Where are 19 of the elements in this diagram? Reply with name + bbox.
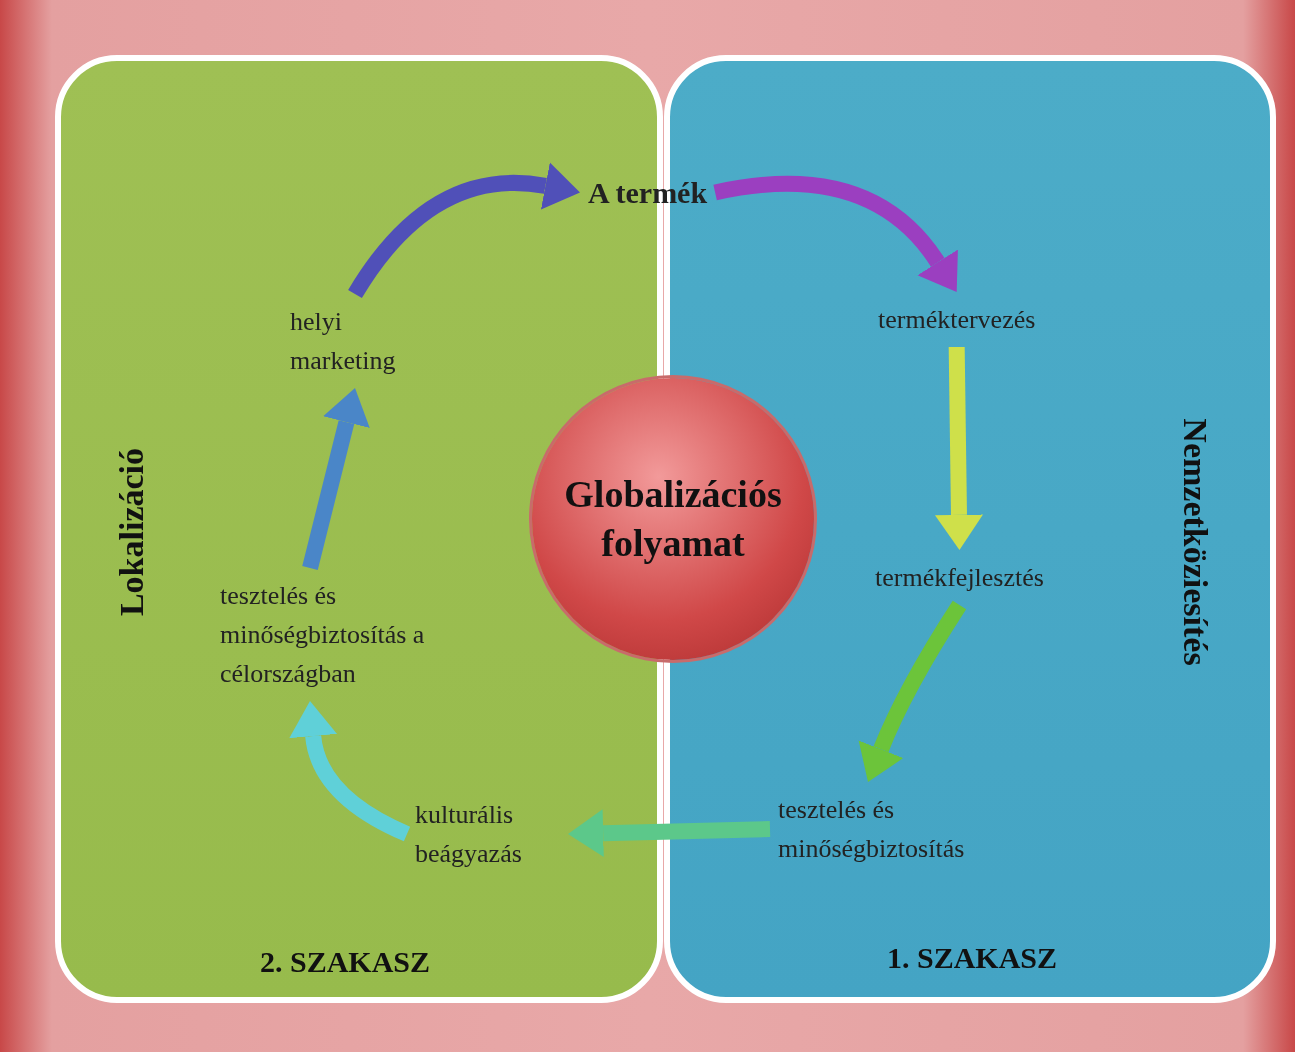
step-label: termékfejlesztés bbox=[875, 558, 1044, 597]
arrow bbox=[713, 175, 959, 291]
circle-label: Globalizációs folyamat bbox=[563, 471, 783, 566]
arrow bbox=[568, 809, 771, 858]
step-label: terméktervezés bbox=[878, 300, 1036, 339]
arrow bbox=[348, 162, 581, 299]
arrow bbox=[302, 388, 370, 570]
arrow bbox=[858, 600, 967, 782]
stage-label: 2. SZAKASZ bbox=[259, 945, 431, 979]
step-label: helyi marketing bbox=[290, 302, 420, 380]
arrow bbox=[935, 346, 983, 550]
step-label: A termék bbox=[588, 170, 708, 215]
step-label: kulturális beágyazás bbox=[415, 795, 560, 873]
stage-label: 1. SZAKASZ bbox=[886, 941, 1058, 975]
panel-title: Lokalizáció bbox=[113, 447, 151, 617]
arrow bbox=[289, 701, 411, 842]
step-label: tesztelés és minőségbiztosítás a célországban bbox=[220, 576, 432, 693]
step-label: tesztelés és minőségbiztosítás bbox=[778, 790, 1010, 868]
panel-title: Nemzetköziesítés bbox=[1176, 418, 1214, 666]
